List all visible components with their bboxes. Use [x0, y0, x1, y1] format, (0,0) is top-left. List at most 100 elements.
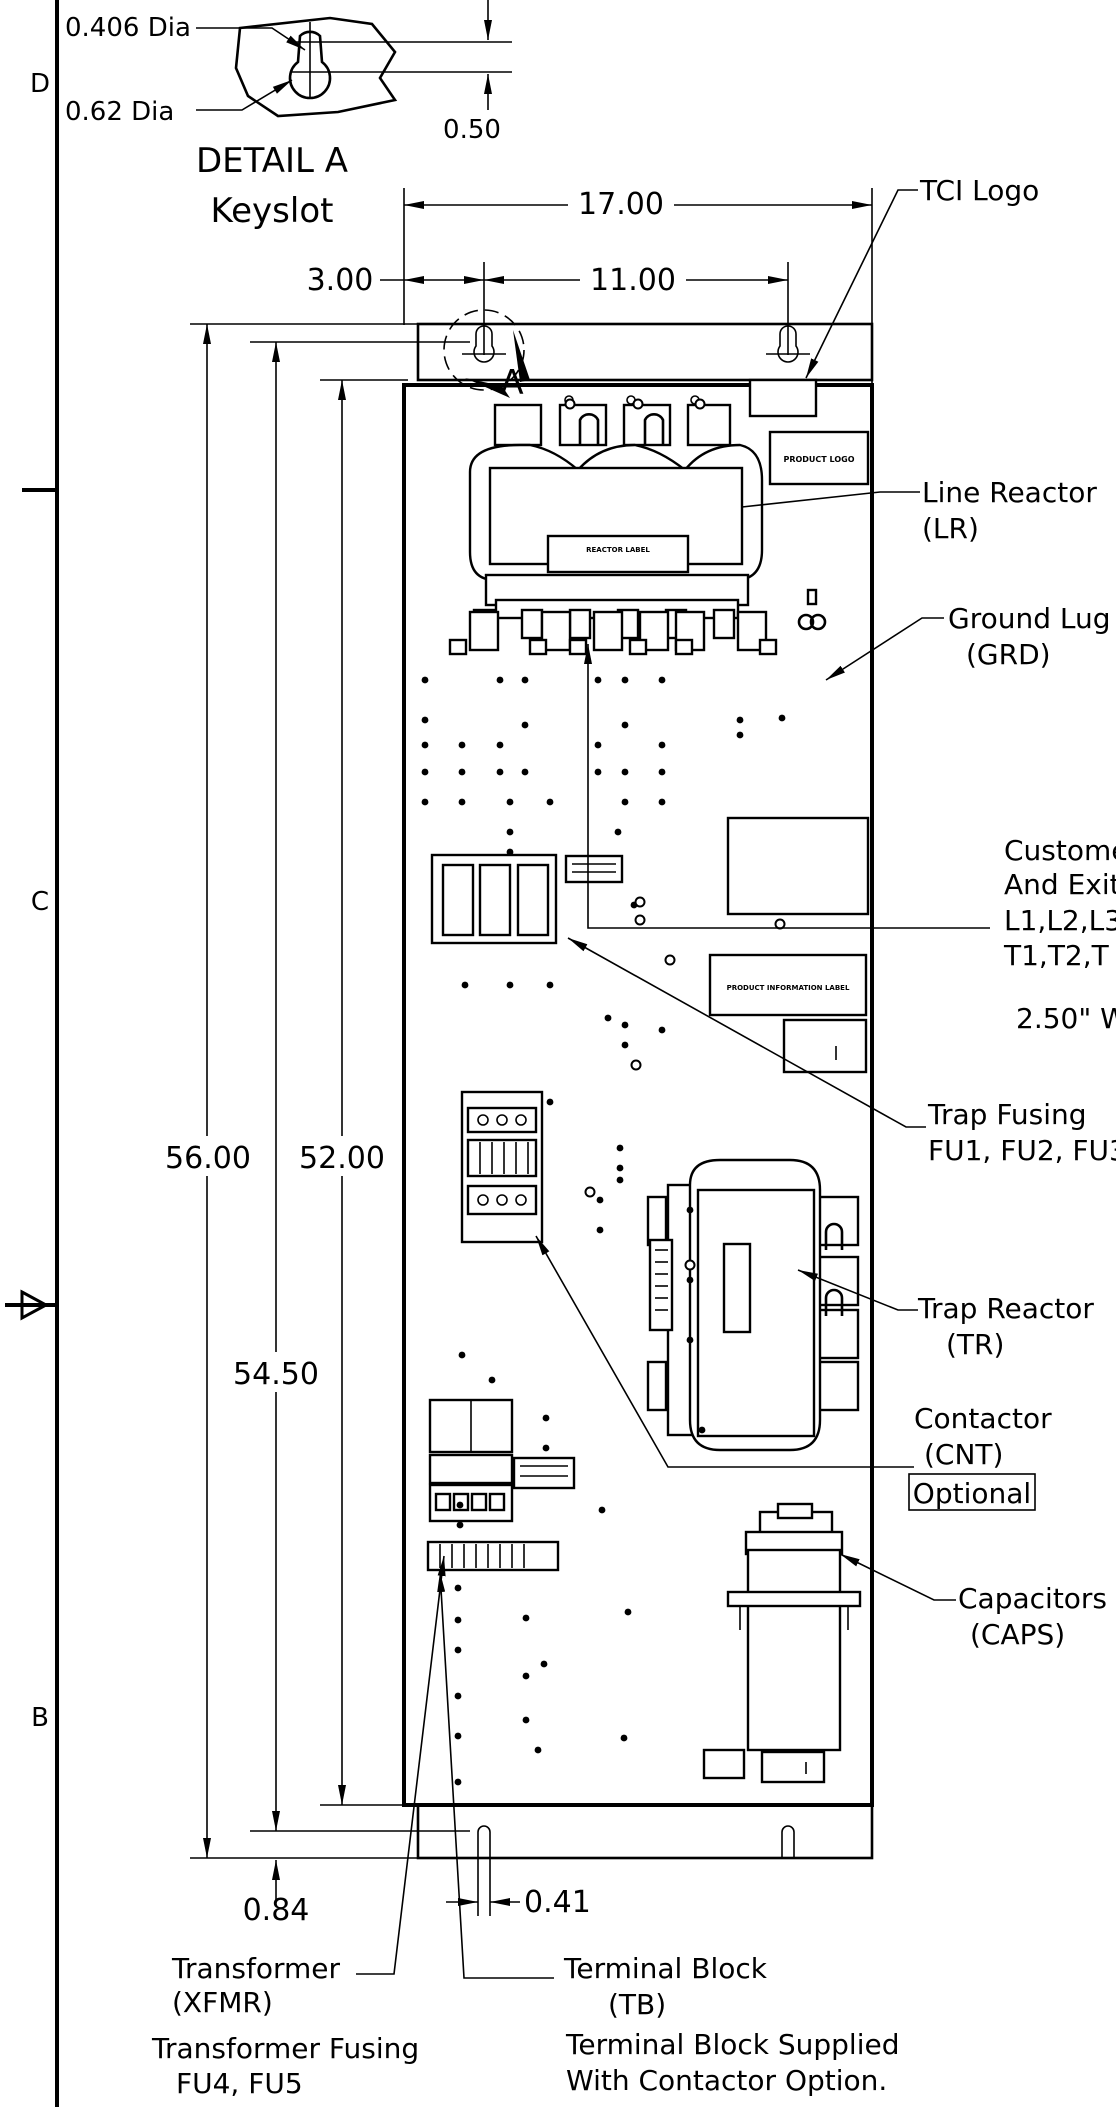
dim-height-total: 56.00 — [165, 1141, 251, 1176]
callout-line-reactor-2: (LR) — [922, 512, 979, 545]
callout-terminal-block-2: (TB) — [608, 1988, 666, 2021]
callout-customer-1: Custome — [1004, 834, 1116, 867]
callout-tci-logo: TCI Logo — [919, 174, 1039, 207]
mounting-hole — [596, 1196, 604, 1204]
mounting-hole — [736, 716, 744, 724]
mounting-holes — [421, 398, 786, 1786]
mounting-hole — [456, 1521, 464, 1529]
mounting-hole — [421, 741, 429, 749]
mounting-hole-open — [632, 398, 644, 410]
reactor-label: REACTOR LABEL — [586, 546, 650, 554]
mounting-hole — [522, 1716, 530, 1724]
mounting-hole — [454, 1732, 462, 1740]
mounting-hole-open — [664, 954, 676, 966]
product-information-label: PRODUCT INFORMATION LABEL — [727, 984, 850, 992]
mounting-hole — [540, 1660, 548, 1668]
zone-label-d: D — [30, 69, 50, 99]
detail-dia-large: 0.62 Dia — [65, 97, 174, 127]
mounting-hole — [621, 1041, 629, 1049]
enclosure-panel: A 0.41 — [402, 309, 874, 1920]
mounting-hole — [421, 676, 429, 684]
mounting-hole — [616, 1164, 624, 1172]
transformer-block — [428, 1398, 576, 1523]
callout-ground-lug-2: (GRD) — [966, 638, 1051, 671]
mounting-hole — [456, 1501, 464, 1509]
left-dimensions: 56.00 54.50 52.00 0.84 — [160, 323, 470, 1928]
dim-bottom-offset: 0.84 — [243, 1893, 310, 1928]
callout-trap-fusing-2: FU1, FU2, FU3 — [928, 1134, 1116, 1167]
customer-label-boxes: PRODUCT INFORMATION LABEL — [708, 816, 870, 1074]
mounting-hole — [521, 676, 529, 684]
mounting-hole — [736, 731, 744, 739]
mounting-hole — [522, 1672, 530, 1680]
mounting-hole — [658, 741, 666, 749]
product-logo-label: PRODUCT LOGO — [783, 455, 854, 464]
mounting-hole — [621, 721, 629, 729]
mounting-hole — [621, 798, 629, 806]
mounting-hole — [458, 798, 466, 806]
mounting-hole — [454, 1692, 462, 1700]
mounting-hole — [624, 1608, 632, 1616]
line-reactor: PRODUCT LOGO REACTOR LABEL — [448, 378, 870, 656]
mounting-hole — [621, 768, 629, 776]
callout-wire-size: 2.50" W — [1016, 1002, 1116, 1035]
mounting-hole-open — [684, 1259, 696, 1271]
callout-trap-reactor-1: Trap Reactor — [917, 1292, 1094, 1325]
callout-customer-3: L1,L2,L3 — [1004, 904, 1116, 937]
mounting-hole — [496, 676, 504, 684]
mounting-hole — [698, 1426, 706, 1434]
mounting-hole — [616, 1176, 624, 1184]
trap-reactor — [646, 1158, 860, 1452]
mounting-hole — [616, 1144, 624, 1152]
mounting-hole — [596, 1226, 604, 1234]
mounting-hole — [454, 1646, 462, 1654]
callout-transformer-2: (XFMR) — [172, 1986, 273, 2019]
dim-height-panel: 52.00 — [299, 1141, 385, 1176]
mounting-hole — [778, 714, 786, 722]
mounting-hole — [454, 1584, 462, 1592]
mounting-hole — [521, 768, 529, 776]
mounting-hole — [461, 981, 469, 989]
callout-terminal-note-2: With Contactor Option. — [566, 2064, 887, 2097]
terminal-block-strip — [426, 1540, 560, 1572]
callout-trap-fusing-1: Trap Fusing — [927, 1098, 1087, 1131]
callout-line-reactor-1: Line Reactor — [922, 476, 1097, 509]
zone-label-b: B — [31, 1703, 49, 1733]
mounting-hole — [546, 1098, 554, 1106]
mounting-hole — [421, 798, 429, 806]
mounting-hole — [658, 798, 666, 806]
detail-a-keyslot: 0.406 Dia 0.62 Dia 0.50 DETAIL A Keyslot — [65, 0, 512, 231]
view-marker-a: A — [500, 363, 523, 403]
dim-offset-left: 3.00 — [307, 263, 374, 298]
callout-contactor-1: Contactor — [914, 1402, 1052, 1435]
mounting-hole — [506, 798, 514, 806]
mounting-hole — [594, 768, 602, 776]
mounting-hole — [454, 1616, 462, 1624]
detail-subtitle: Keyslot — [211, 191, 334, 231]
optional-badge: Optional — [913, 1477, 1031, 1510]
callouts: TCI Logo Line Reactor (LR) Ground Lug (G… — [151, 174, 1116, 2100]
mounting-hole — [488, 1376, 496, 1384]
mounting-hole — [542, 1414, 550, 1422]
callout-capacitors-1: Capacitors — [958, 1582, 1107, 1615]
mounting-hole — [534, 1746, 542, 1754]
mounting-hole — [506, 848, 514, 856]
line-reactor-terminals — [448, 608, 778, 656]
mounting-hole — [686, 1276, 694, 1284]
mounting-hole — [542, 1444, 550, 1452]
dim-height-holes: 54.50 — [233, 1357, 319, 1392]
mounting-hole — [506, 981, 514, 989]
mounting-hole-open — [774, 918, 786, 930]
mounting-hole — [496, 768, 504, 776]
capacitors-block — [702, 1502, 862, 1784]
callout-customer-2: And Exit — [1004, 868, 1116, 901]
mounting-hole — [522, 1614, 530, 1622]
callout-terminal-block-1: Terminal Block — [563, 1952, 768, 1985]
mounting-hole — [454, 1778, 462, 1786]
callout-ground-lug-1: Ground Lug — [948, 602, 1111, 635]
dim-slot-width: 0.41 — [524, 1885, 591, 1920]
trap-fusing-block — [430, 853, 624, 945]
callout-customer-4: T1,T2,T — [1003, 939, 1110, 972]
mounting-hole — [658, 768, 666, 776]
